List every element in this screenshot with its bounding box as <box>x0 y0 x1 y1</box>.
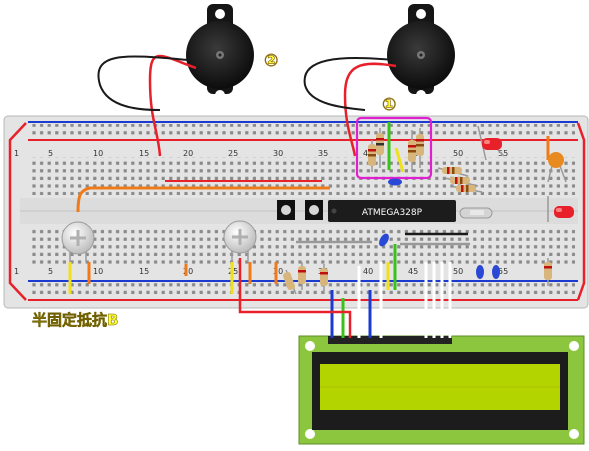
caption-label: 半固定抵抗B <box>32 311 118 329</box>
buzzer-1-black-lead <box>303 57 393 111</box>
lower-terminal-block <box>30 226 575 264</box>
col-number: 1 <box>14 267 19 276</box>
col-number: 35 <box>318 149 328 158</box>
atmega-chip: ATMEGA328P <box>328 200 456 222</box>
col-number: 5 <box>48 267 53 276</box>
col-number: 30 <box>273 149 283 158</box>
capacitor-blue <box>388 178 402 186</box>
col-number: 10 <box>93 149 103 158</box>
reset-switch-left[interactable] <box>277 200 295 220</box>
col-number: 55 <box>498 149 508 158</box>
buzzer-2-black-lead <box>97 55 189 111</box>
highlight-box <box>355 116 433 180</box>
capacitor-orange <box>546 136 567 183</box>
col-number: 5 <box>48 149 53 158</box>
potentiometer-left[interactable] <box>61 221 95 262</box>
lcd-wires <box>238 244 452 338</box>
buzzer-1 <box>387 4 455 100</box>
resistors-right <box>437 167 483 193</box>
led-red-top <box>477 125 505 161</box>
col-number: 40 <box>363 267 373 276</box>
col-number: 50 <box>453 267 463 276</box>
potentiometer-right[interactable] <box>223 220 257 262</box>
col-number: 45 <box>408 267 418 276</box>
lcd-module <box>298 335 585 445</box>
capacitor-blue-4 <box>492 265 500 279</box>
buzzer-2-marker: ② <box>264 51 278 71</box>
resistors-lower <box>283 258 552 295</box>
capacitor-blue-2 <box>379 233 389 247</box>
right-rail-bridge <box>576 122 586 301</box>
col-number: 15 <box>139 267 149 276</box>
chip-label: ATMEGA328P <box>362 208 423 218</box>
resistor-array <box>368 128 424 172</box>
top-power-rail <box>30 124 575 138</box>
col-number: 15 <box>139 149 149 158</box>
col-number: 50 <box>453 149 463 158</box>
col-number: 20 <box>183 267 193 276</box>
buzzer-1-red-lead <box>343 62 397 157</box>
led-red-right <box>547 196 574 222</box>
crystal-oscillator <box>459 207 493 219</box>
col-number: 20 <box>183 149 193 158</box>
capacitor-blue-3 <box>476 265 484 279</box>
col-number: 30 <box>273 267 283 276</box>
left-rail-bridge <box>8 122 27 301</box>
col-number: 1 <box>14 149 19 158</box>
buzzer-2 <box>186 4 254 100</box>
yellow-jumper-top <box>394 147 405 173</box>
breadboard: 1 5 10 15 20 25 30 35 40 45 50 55 1 5 10… <box>3 115 589 309</box>
orange-jumper-long <box>76 186 330 213</box>
buzzer-1-marker: ① <box>382 95 396 115</box>
col-number: 10 <box>93 267 103 276</box>
col-number: 55 <box>498 267 508 276</box>
reset-switch-right[interactable] <box>305 200 323 220</box>
col-number: 25 <box>228 149 238 158</box>
